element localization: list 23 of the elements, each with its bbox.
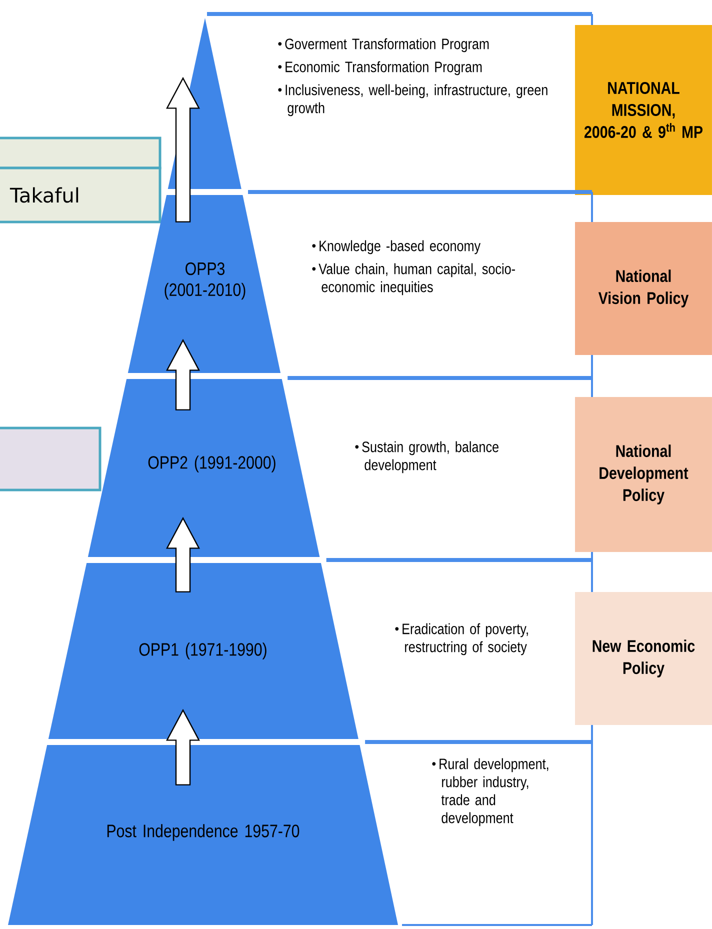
block-arrow bbox=[166, 708, 200, 786]
pyramid-layer: OPP2 (1991-2000) bbox=[88, 379, 320, 557]
bullet-item: Eradication of poverty, restructring of society bbox=[395, 623, 528, 656]
bullet-item: Knowledge -based economy bbox=[312, 240, 481, 254]
label-box bbox=[0, 136, 162, 170]
bullet-item: Sustain growth, balance development bbox=[355, 441, 498, 474]
block-arrow bbox=[166, 338, 200, 410]
block-arrow bbox=[166, 76, 200, 222]
policy-box: National Development Policy bbox=[575, 397, 712, 552]
policy-box: New Economic Policy bbox=[575, 592, 712, 725]
block-arrow bbox=[166, 516, 200, 592]
pyramid-layer: OPP1 (1971-1990) bbox=[48, 563, 358, 739]
label-box: Takaful bbox=[0, 166, 162, 224]
bullet-item: Inclusiveness, well-being, infrastructure, green growth bbox=[278, 84, 548, 116]
bullet-item: Value chain, human capital, socio-economic inequities bbox=[312, 263, 515, 296]
policy-box: NATIONAL MISSION, 2006-20 & 9$^{th}$ MP bbox=[575, 25, 712, 195]
bullet-item: Economic Transformation Program bbox=[278, 61, 482, 76]
label-box bbox=[0, 426, 102, 492]
bullet-item: Rural development, rubber industry, trade and development bbox=[432, 758, 548, 826]
pyramid-layer: OPP3 (2001-2010) bbox=[128, 195, 281, 373]
bullet-item: Goverment Transformation Program bbox=[278, 38, 489, 52]
policy-box: National Vision Policy bbox=[575, 222, 712, 355]
pyramid-layer: Post Independence 1957-70 bbox=[8, 745, 398, 925]
